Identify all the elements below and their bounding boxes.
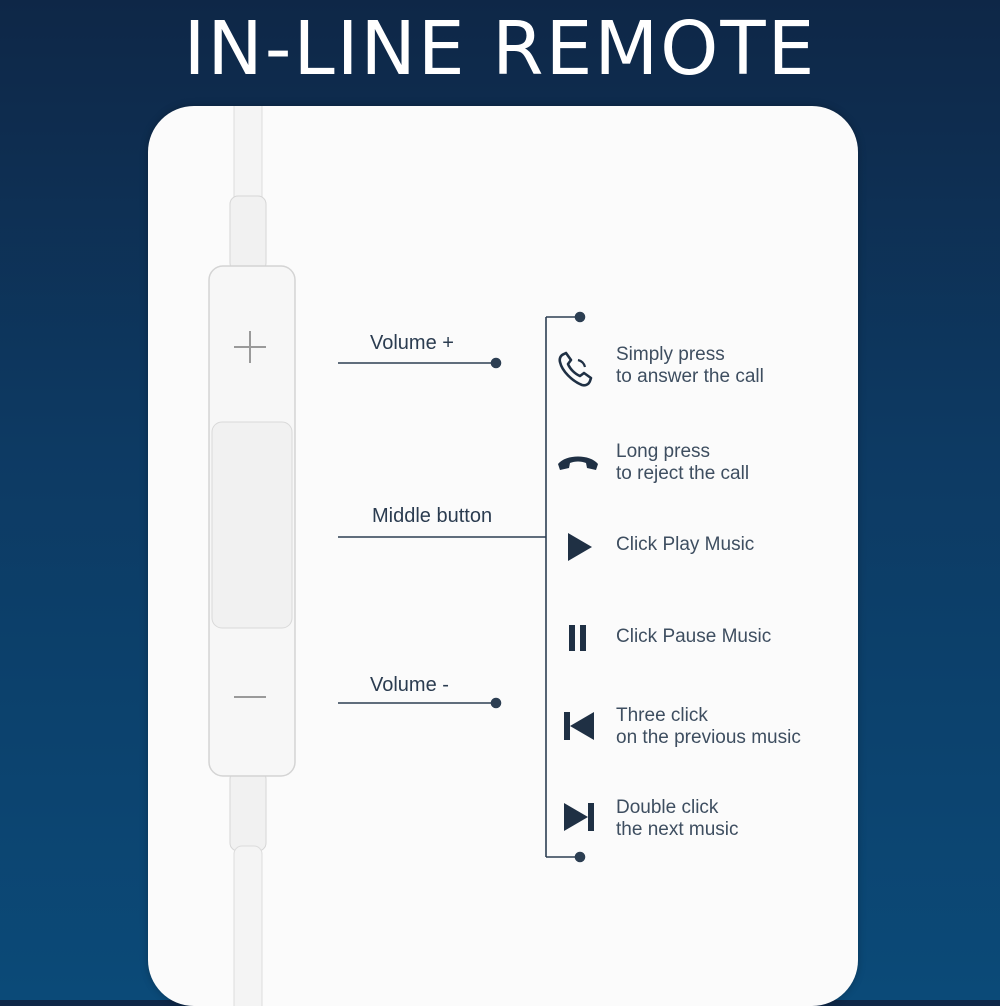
middle-button-label: Middle button [372, 505, 493, 527]
cable-bottom-sleeve [229, 770, 267, 852]
volume-up-label: Volume + [370, 332, 454, 354]
function-previous-music: Three click on the previous music [616, 705, 801, 748]
function-pause-music: Click Pause Music [616, 626, 772, 647]
phone-hangup-icon [558, 456, 598, 470]
phone-answer-icon [558, 351, 593, 387]
remote-diagram-card: Volume + Middle button Volume - Simply p… [148, 106, 858, 1006]
function-next-music: Double click the next music [616, 797, 739, 840]
play-icon [568, 533, 592, 561]
cable-top [233, 106, 263, 207]
pause-icon [569, 625, 586, 651]
function-reject-call: Long press to reject the call [616, 441, 750, 484]
plus-icon [234, 331, 266, 363]
function-play-music: Click Play Music [616, 534, 755, 555]
remote-illustration [208, 106, 586, 1006]
next-track-icon [564, 803, 594, 831]
previous-track-icon [564, 712, 594, 740]
cable-top-sleeve [229, 195, 267, 272]
cable-bottom [233, 845, 263, 1006]
volume-down-label: Volume - [370, 674, 449, 696]
middle-button-area [211, 421, 293, 629]
leader-lines [338, 311, 586, 863]
function-answer-call: Simply press to answer the call [616, 344, 764, 387]
page-title: IN-LINE REMOTE [183, 6, 817, 92]
